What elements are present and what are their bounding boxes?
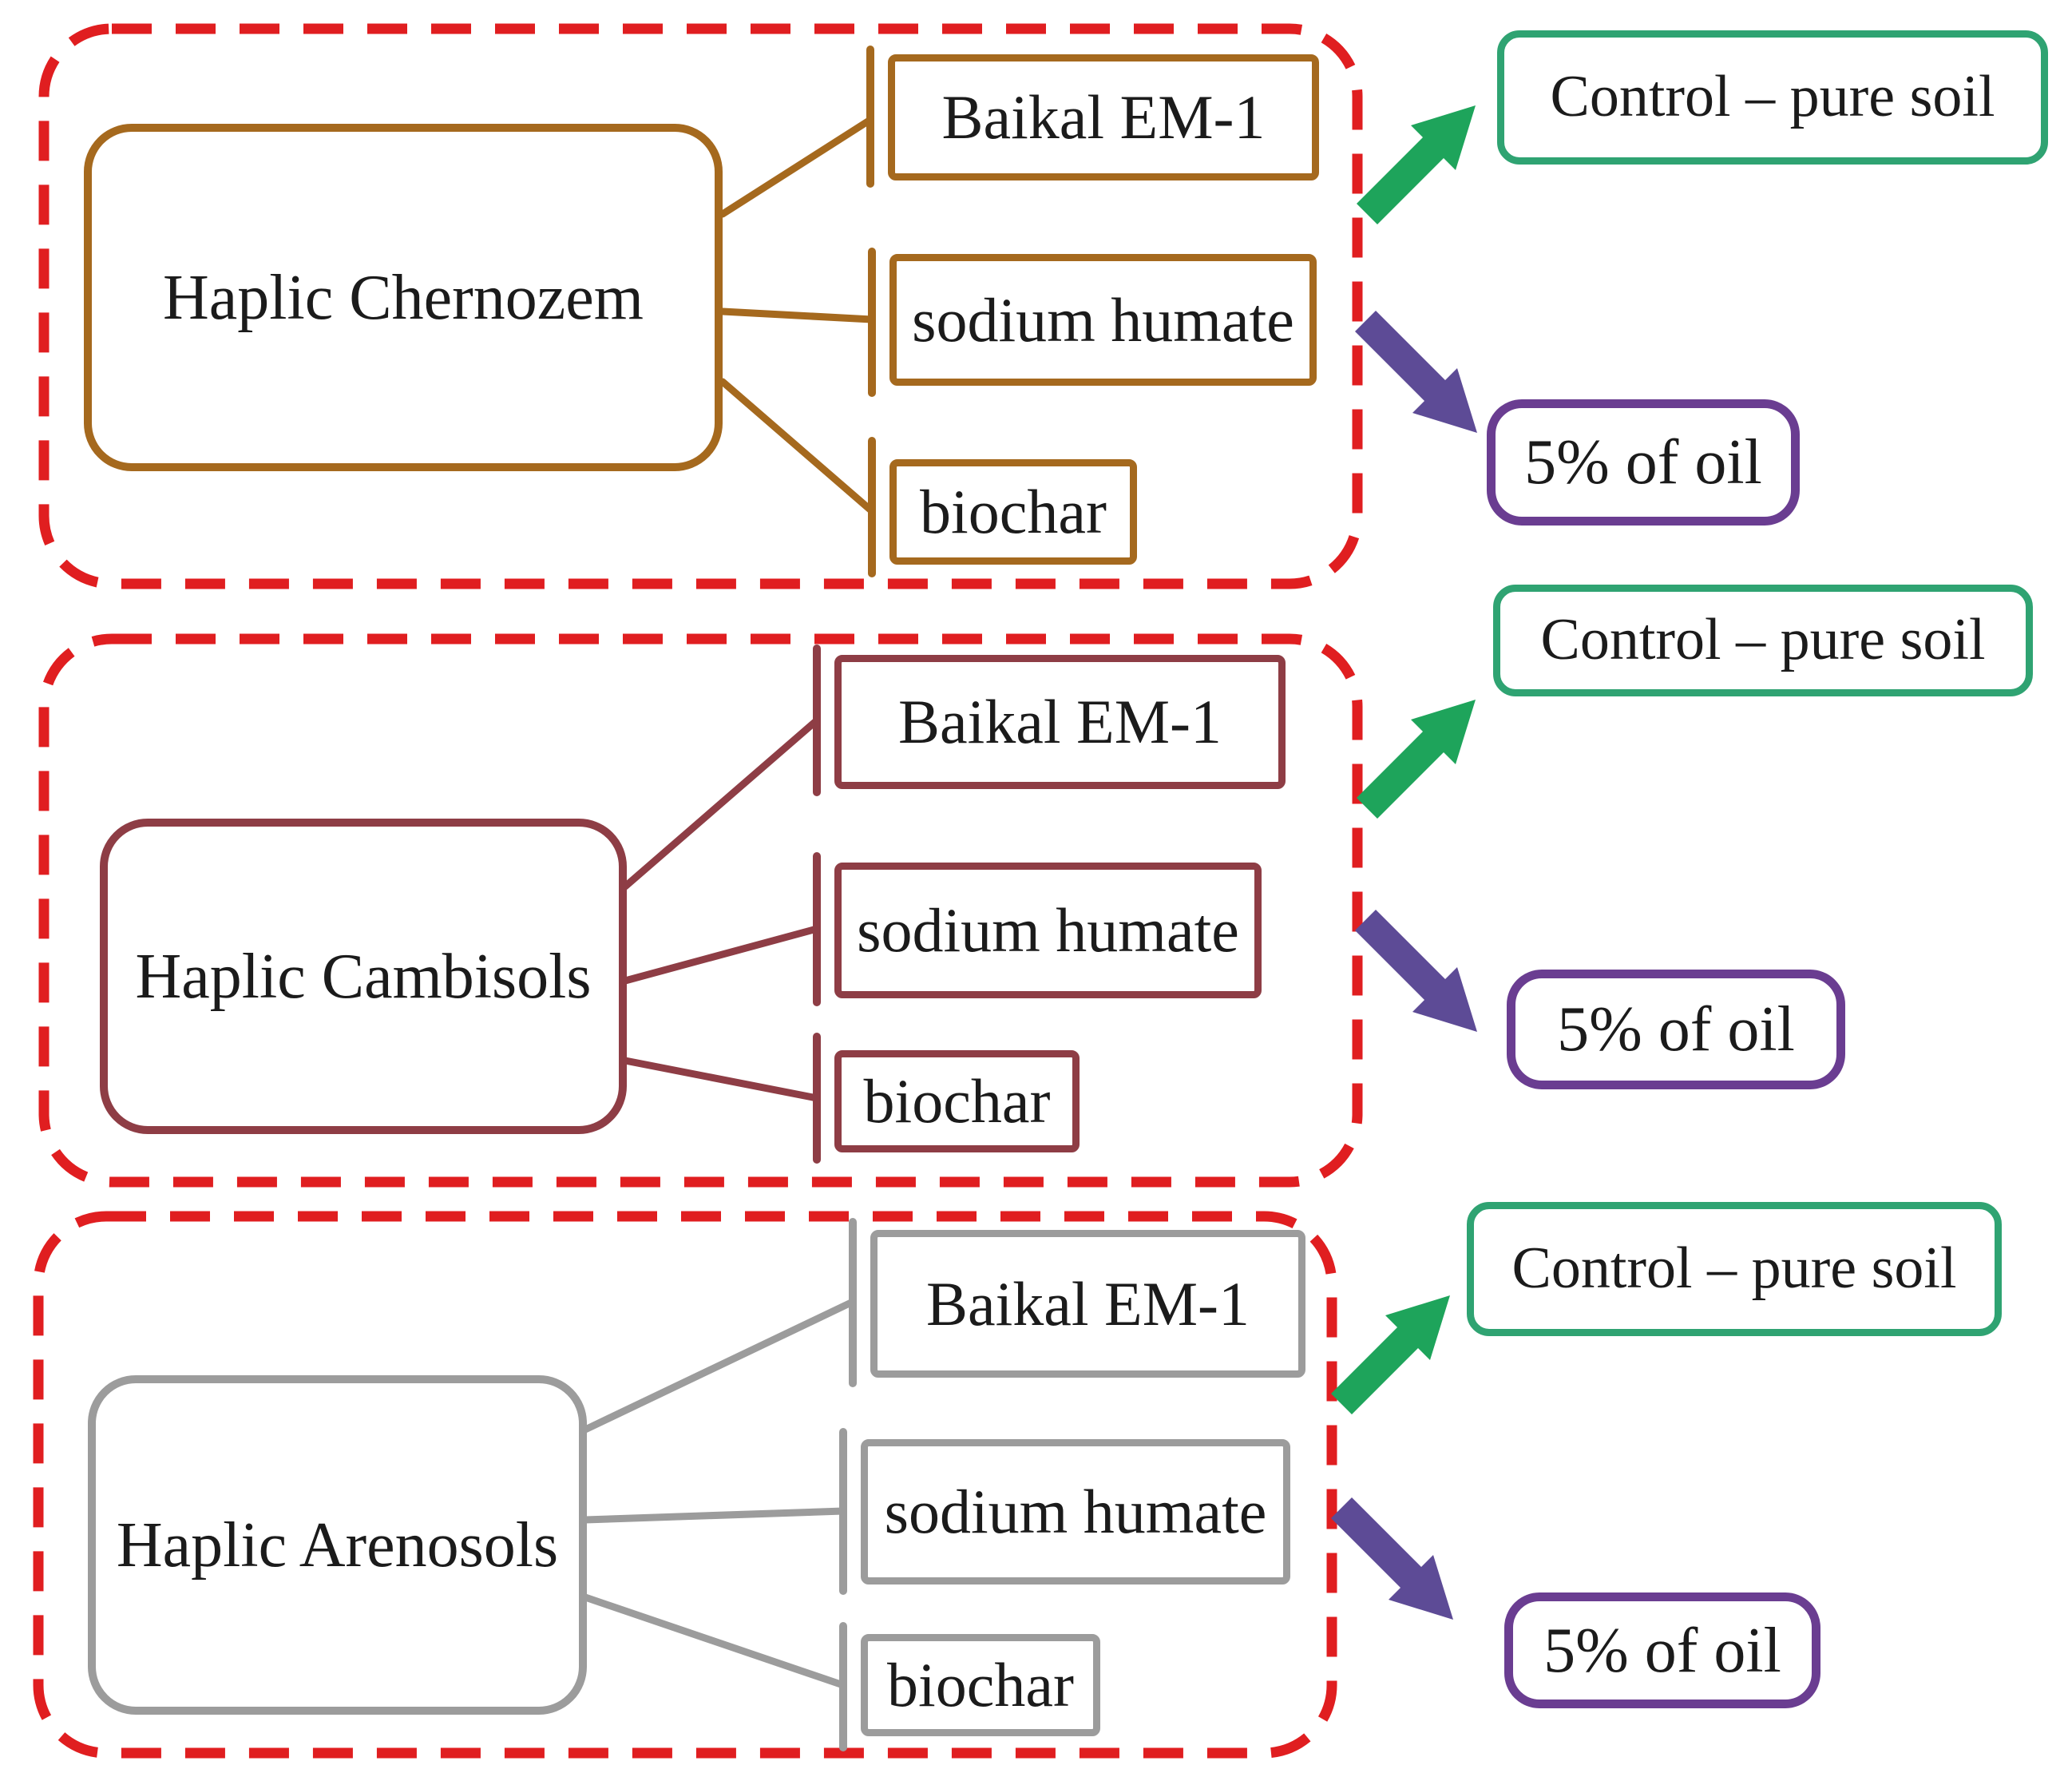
connector-group-cambisols bbox=[621, 645, 821, 1164]
amendment-label: biochar bbox=[887, 1650, 1074, 1720]
oil-label: 5% of oil bbox=[1557, 994, 1795, 1065]
connector-line bbox=[581, 1507, 847, 1524]
soil-type-box: Haplic Chernozem bbox=[84, 124, 723, 471]
soil-type-label: Haplic Cambisols bbox=[135, 941, 592, 1012]
connector-line bbox=[621, 1057, 821, 1102]
amendment-box: Baikal EM-1 bbox=[888, 54, 1319, 180]
amendment-label: biochar bbox=[863, 1066, 1051, 1136]
soil-type-label: Haplic Chernozem bbox=[163, 262, 644, 333]
oil-arrow-icon bbox=[1355, 910, 1477, 1032]
oil-arrow-icon bbox=[1355, 311, 1477, 433]
amendment-box: sodium humate bbox=[861, 1439, 1290, 1585]
soil-type-box: Haplic Cambisols bbox=[100, 819, 627, 1134]
oil-label: 5% of oil bbox=[1524, 427, 1762, 498]
oil-box: 5% of oil bbox=[1487, 399, 1800, 526]
control-box: Control – pure soil bbox=[1467, 1202, 2002, 1336]
amendment-label: Baikal EM-1 bbox=[925, 1268, 1250, 1339]
amendment-label: sodium humate bbox=[884, 1477, 1267, 1547]
control-box: Control – pure soil bbox=[1497, 30, 2048, 165]
control-label: Control – pure soil bbox=[1540, 607, 1986, 673]
soil-type-box: Haplic Arenosols bbox=[88, 1375, 587, 1715]
amendment-box: biochar bbox=[834, 1050, 1080, 1152]
oil-arrow-icon bbox=[1331, 1497, 1453, 1620]
oil-box: 5% of oil bbox=[1504, 1592, 1820, 1708]
oil-box: 5% of oil bbox=[1507, 970, 1845, 1089]
connector-line bbox=[719, 116, 874, 218]
amendment-label: Baikal EM-1 bbox=[897, 687, 1222, 757]
control-label: Control – pure soil bbox=[1511, 1236, 1957, 1302]
amendment-box: sodium humate bbox=[889, 254, 1317, 386]
amendment-box: Baikal EM-1 bbox=[834, 655, 1286, 789]
connector-line bbox=[621, 716, 821, 890]
connector-line bbox=[719, 378, 876, 515]
control-arrow-icon bbox=[1357, 700, 1476, 819]
amendment-label: Baikal EM-1 bbox=[941, 82, 1266, 153]
control-arrow-icon bbox=[1357, 105, 1476, 224]
connector-line bbox=[621, 925, 821, 985]
amendment-label: biochar bbox=[920, 477, 1107, 547]
amendment-label: sodium humate bbox=[912, 284, 1294, 355]
amendment-box: biochar bbox=[861, 1634, 1100, 1736]
amendment-box: biochar bbox=[889, 459, 1137, 565]
control-arrow-icon bbox=[1331, 1295, 1450, 1414]
connector-group-chernozem bbox=[719, 46, 876, 577]
amendment-label: sodium humate bbox=[857, 895, 1239, 966]
connector-line bbox=[719, 307, 876, 323]
group-outline-arenosols bbox=[33, 1211, 1337, 1759]
amendment-box: sodium humate bbox=[834, 863, 1262, 998]
soil-type-label: Haplic Arenosols bbox=[116, 1509, 559, 1581]
amendment-box: Baikal EM-1 bbox=[870, 1230, 1305, 1378]
group-outline-cambisols bbox=[38, 633, 1363, 1188]
oil-label: 5% of oil bbox=[1543, 1615, 1781, 1686]
group-outline-chernozem bbox=[38, 23, 1363, 589]
connector-group-arenosols bbox=[581, 1218, 857, 1751]
control-label: Control – pure soil bbox=[1550, 64, 1995, 130]
connector-line bbox=[581, 1593, 847, 1689]
control-box: Control – pure soil bbox=[1493, 585, 2033, 696]
connector-line bbox=[581, 1298, 857, 1434]
